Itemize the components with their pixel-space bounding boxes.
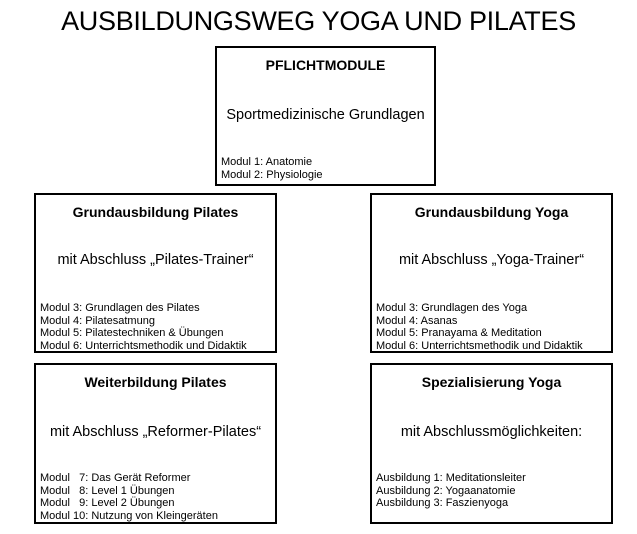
- module-item: Modul 3: Grundlagen des Pilates: [40, 302, 200, 314]
- spezialisierung-yoga-box: Spezialisierung Yoga mit Abschlussmöglic…: [370, 363, 613, 524]
- spezialisierung-yoga-module-list: Ausbildung 1: Meditationsleiter Ausbildu…: [376, 472, 609, 510]
- grundausbildung-yoga-box: Grundausbildung Yoga mit Abschluss „Yoga…: [370, 193, 613, 353]
- grundausbildung-pilates-box: Grundausbildung Pilates mit Abschluss „P…: [34, 193, 277, 353]
- weiterbildung-pilates-heading: Weiterbildung Pilates: [84, 374, 227, 390]
- module-item: Modul 6: Unterrichtsmethodik und Didakti…: [40, 339, 247, 352]
- module-item: Modul 10: Nutzung von Kleingeräten: [40, 509, 218, 522]
- module-item: Modul 4: Asanas: [376, 314, 458, 327]
- diagram-title: AUSBILDUNGSWEG YOGA UND PILATES: [61, 6, 576, 36]
- module-item: Modul 5: Pranayama & Meditation: [376, 327, 542, 339]
- weiterbildung-pilates-box: Weiterbildung Pilates mit Abschluss „Ref…: [34, 363, 277, 524]
- grundausbildung-pilates-subtitle: mit Abschluss „Pilates-Trainer“: [57, 252, 254, 268]
- module-item: Ausbildung 1: Meditationsleiter: [376, 472, 526, 484]
- grundausbildung-yoga-module-list: Modul 3: Grundlagen des Yoga Modul 4: As…: [376, 302, 609, 352]
- module-item: Modul 6: Unterrichtsmethodik und Didakti…: [376, 339, 583, 352]
- module-item: Ausbildung 3: Faszienyoga: [376, 497, 509, 509]
- grundausbildung-pilates-module-list: Modul 3: Grundlagen des Pilates Modul 4:…: [40, 302, 273, 352]
- module-item: Modul 8: Level 1 Übungen: [40, 484, 175, 497]
- weiterbildung-pilates-subtitle: mit Abschluss „Reformer-Pilates“: [49, 424, 262, 440]
- spezialisierung-yoga-subtitle: mit Abschlussmöglichkeiten:: [400, 424, 583, 440]
- weiterbildung-pilates-module-list: Modul 7: Das Gerät Reformer Modul 8: Lev…: [40, 472, 273, 522]
- pflichtmodule-heading: PFLICHTMODULE: [265, 57, 386, 73]
- module-item: Modul 2: Physiologie: [221, 168, 323, 181]
- pflichtmodule-box: PFLICHTMODULE Sportmedizinische Grundlag…: [215, 46, 436, 186]
- grundausbildung-yoga-heading: Grundausbildung Yoga: [414, 204, 569, 220]
- pflichtmodule-subtitle: Sportmedizinische Grundlagen: [226, 107, 425, 123]
- pflichtmodule-module-list: Modul 1: Anatomie Modul 2: Physiologie: [221, 156, 432, 181]
- module-item: Modul 9: Level 2 Übungen: [40, 497, 175, 509]
- module-item: Modul 7: Das Gerät Reformer: [40, 472, 191, 484]
- module-item: Modul 5: Pilatestechniken & Übungen: [40, 327, 224, 339]
- module-item: Modul 3: Grundlagen des Yoga: [376, 302, 528, 314]
- module-item: Modul 1: Anatomie: [221, 156, 313, 168]
- module-item: Ausbildung 2: Yogaanatomie: [376, 484, 516, 497]
- spezialisierung-yoga-heading: Spezialisierung Yoga: [421, 374, 562, 390]
- module-item: Modul 4: Pilatesatmung: [40, 314, 155, 327]
- grundausbildung-yoga-subtitle: mit Abschluss „Yoga-Trainer“: [398, 252, 585, 268]
- grundausbildung-pilates-heading: Grundausbildung Pilates: [72, 204, 239, 220]
